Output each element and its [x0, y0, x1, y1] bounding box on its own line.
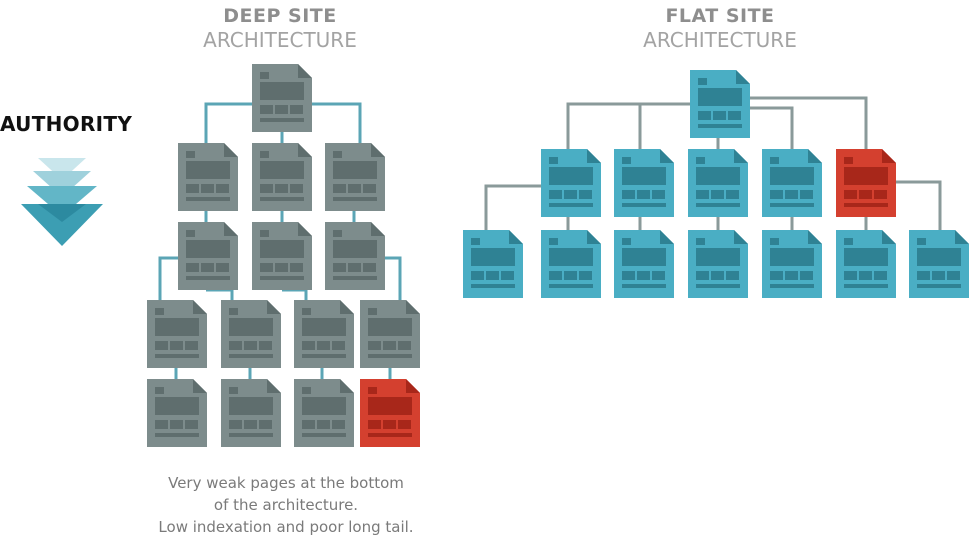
flat-l3-page-2 — [614, 230, 674, 298]
authority-chevron-0 — [38, 158, 86, 180]
deep-l3-page-0 — [178, 222, 238, 290]
deep-line-l3-b — [282, 288, 308, 300]
deep-site-title: DEEP SITE ARCHITECTURE — [130, 4, 430, 52]
deep-pages — [147, 64, 420, 447]
deep-title-bold: DEEP SITE — [223, 5, 337, 27]
caption-line-3: Low indexation and poor long tail. — [158, 518, 414, 536]
flat-l3-page-6 — [909, 230, 969, 298]
deep-l2-page-2 — [325, 143, 385, 211]
flat-l3-page-1 — [541, 230, 601, 298]
flat-l2-page-3 — [762, 149, 822, 217]
deep-l5-page-0 — [147, 379, 207, 447]
deep-l3-page-2 — [325, 222, 385, 290]
deep-weak-page — [360, 379, 420, 447]
deep-l5-page-2 — [294, 379, 354, 447]
deep-caption: Very weak pages at the bottom of the arc… — [136, 472, 436, 538]
flat-line-l2-left — [484, 184, 542, 232]
caption-line-2: of the architecture. — [213, 496, 359, 514]
flat-pages — [463, 70, 969, 298]
authority-chevrons-icon — [21, 158, 103, 246]
deep-title-light: ARCHITECTURE — [203, 28, 357, 52]
deep-l3-page-1 — [252, 222, 312, 290]
flat-l3-page-5 — [836, 230, 896, 298]
flat-l3-page-4 — [762, 230, 822, 298]
flat-weak-page — [836, 149, 896, 217]
flat-root-page — [690, 70, 750, 138]
flat-l2-page-1 — [614, 149, 674, 217]
deep-root-page — [252, 64, 312, 132]
authority-chevron-core — [38, 204, 86, 222]
authority-chevron-1 — [33, 171, 91, 197]
flat-connectors — [484, 96, 942, 232]
deep-l4-page-2 — [294, 300, 354, 368]
flat-title-light: ARCHITECTURE — [643, 28, 797, 52]
flat-line-l2-right — [896, 180, 942, 232]
deep-l4-page-3 — [360, 300, 420, 368]
flat-title-bold: FLAT SITE — [665, 5, 775, 27]
flat-line-root-d — [748, 106, 794, 150]
flat-l3-page-0 — [463, 230, 523, 298]
flat-site-title: FLAT SITE ARCHITECTURE — [570, 4, 870, 52]
authority-chevron-3 — [21, 204, 103, 246]
flat-l2-page-0 — [541, 149, 601, 217]
deep-line-l3-a — [206, 288, 234, 300]
flat-l3-page-3 — [688, 230, 748, 298]
flat-l2-page-2 — [688, 149, 748, 217]
authority-chevron-2 — [27, 186, 97, 216]
caption-line-1: Very weak pages at the bottom — [168, 474, 404, 492]
deep-l2-page-1 — [252, 143, 312, 211]
flat-line-root-right — [748, 96, 868, 150]
flat-line-root-left — [566, 102, 690, 150]
deep-l4-page-1 — [221, 300, 281, 368]
deep-l4-page-0 — [147, 300, 207, 368]
deep-l2-page-0 — [178, 143, 238, 211]
deep-l5-page-1 — [221, 379, 281, 447]
authority-label: AUTHORITY — [0, 112, 133, 136]
